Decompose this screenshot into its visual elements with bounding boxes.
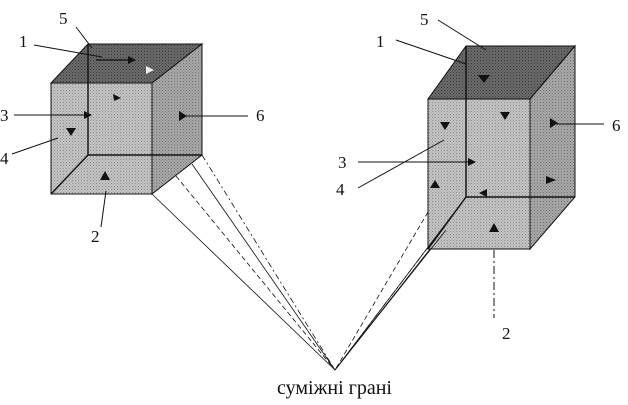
left-label-3: 3 (0, 106, 9, 125)
right-label-4: 4 (336, 180, 345, 199)
left-label-5: 5 (59, 9, 68, 28)
left-label-2: 2 (91, 227, 100, 246)
left-leader-3-arrowhead (84, 111, 92, 119)
left-cube-arrowhead-6 (179, 111, 187, 121)
right-cube-arrowhead-4 (440, 122, 450, 130)
right-label-6: 6 (612, 116, 621, 135)
right-leader-3-arrowhead (468, 158, 476, 166)
left-leader-5 (75, 26, 93, 49)
right-leader-4 (357, 139, 445, 189)
right-cube-arrowhead-5 (478, 75, 490, 83)
left-label-1: 1 (19, 32, 28, 51)
right-cube-arrowhead-6 (550, 118, 558, 128)
left-cube-arrowhead-1 (113, 94, 121, 101)
right-label-3: 3 (338, 153, 347, 172)
right-cube: 5 1 6 3 4 2 (336, 10, 621, 343)
right-leader-5 (437, 19, 487, 51)
left-leader-4 (11, 137, 59, 155)
left-cube-hidden-edges (50, 44, 202, 195)
left-cube: 5 1 3 4 6 2 (0, 9, 265, 246)
left-leader-1 (33, 44, 103, 58)
right-cube-arrowhead-side (546, 176, 556, 184)
caption-adjacent-faces: суміжні грані (277, 377, 392, 399)
right-cube-arrowhead-2 (489, 223, 499, 232)
left-label-6: 6 (256, 106, 265, 125)
left-cube-arrowhead-5 (146, 66, 154, 74)
adjacent-faces-pointer-lines (151, 154, 467, 371)
right-cube-arrowhead-inner (430, 180, 440, 188)
right-label-2: 2 (502, 324, 511, 343)
right-cube-arrowhead-1 (500, 112, 510, 120)
left-cube-arrowhead-4 (66, 128, 76, 136)
right-cube-arrowhead-bottom-left (479, 189, 487, 197)
left-leader-2 (100, 190, 107, 228)
left-cube-arrowhead-top (128, 56, 136, 64)
left-cube-arrowhead-2 (100, 171, 110, 180)
right-leader-1 (395, 39, 467, 65)
right-label-1: 1 (376, 32, 385, 51)
right-label-5: 5 (420, 10, 429, 29)
left-label-4: 4 (0, 149, 9, 168)
